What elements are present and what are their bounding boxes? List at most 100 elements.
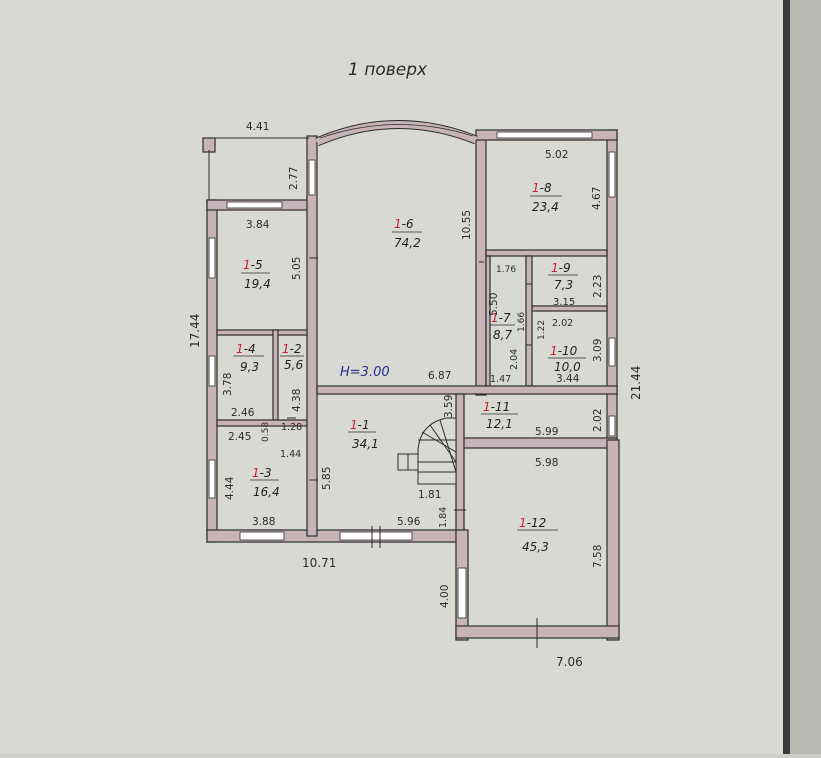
room-1-10-id: 1-10 bbox=[550, 344, 578, 358]
doors bbox=[287, 257, 538, 648]
dim-2-02a: 2.02 bbox=[552, 318, 573, 329]
wall-vertical-middle-right bbox=[475, 132, 487, 396]
dimension-labels: 4.41 2.77 3.84 5.05 5.02 4.67 10.55 1.76… bbox=[188, 121, 643, 669]
room-1-9-id: 1-9 bbox=[551, 261, 571, 275]
bay-window bbox=[315, 120, 478, 147]
dim-5-98: 5.98 bbox=[535, 457, 558, 469]
ceiling-height: H=3.00 bbox=[340, 365, 390, 380]
dim-4-41: 4.41 bbox=[246, 121, 269, 133]
room-1-5-id: 1-5 bbox=[243, 258, 263, 272]
room-1-3-area: 16,4 bbox=[253, 485, 280, 499]
dim-1-44: 1.44 bbox=[280, 449, 301, 460]
dim-5-85: 5.85 bbox=[321, 467, 333, 490]
room-1-2-id: 1-2 bbox=[282, 342, 302, 356]
dim-2-23: 2.23 bbox=[592, 275, 604, 298]
window-1-6-left bbox=[308, 159, 316, 196]
dim-3-59: 3.59 bbox=[443, 395, 455, 418]
windows bbox=[208, 131, 616, 619]
dim-4-00: 4.00 bbox=[439, 585, 451, 608]
window-1-3-left bbox=[208, 459, 216, 499]
dim-7-06: 7.06 bbox=[556, 655, 583, 669]
window-1-5-top bbox=[226, 201, 283, 209]
wall-1-7-left bbox=[485, 255, 491, 387]
dim-1-81: 1.81 bbox=[418, 489, 441, 501]
room-1-1-id: 1-1 bbox=[350, 418, 370, 432]
dim-2-46: 2.46 bbox=[231, 407, 255, 419]
dim-2-77: 2.77 bbox=[288, 167, 300, 190]
dim-5-02: 5.02 bbox=[545, 149, 568, 161]
dim-0-58: 0.58 bbox=[261, 422, 271, 442]
room-labels: 1-6 74,2 1-5 19,4 1-8 23,4 1-9 7,3 1-7 8… bbox=[233, 181, 586, 554]
wall-1-5-1-4 bbox=[216, 329, 308, 336]
window-1-10-right bbox=[608, 337, 616, 367]
bay-window-line bbox=[319, 124, 474, 139]
dim-3-09: 3.09 bbox=[592, 339, 604, 362]
wall-1-8-bottom bbox=[485, 249, 608, 257]
dim-3-88: 3.88 bbox=[252, 516, 275, 528]
room-1-10-area: 10,0 bbox=[554, 360, 581, 374]
dim-21-44: 21.44 bbox=[629, 366, 643, 400]
dim-4-67: 4.67 bbox=[591, 187, 603, 210]
wall-1-1-right bbox=[455, 393, 465, 535]
stair-step-4 bbox=[439, 419, 457, 473]
dim-3-44: 3.44 bbox=[556, 373, 580, 385]
paper bbox=[0, 0, 790, 754]
dim-1-28: 1.28 bbox=[281, 422, 302, 433]
dim-6-87: 6.87 bbox=[428, 370, 451, 382]
room-1-11-area: 12,1 bbox=[486, 417, 513, 431]
room-1-9-area: 7,3 bbox=[554, 278, 573, 292]
dim-5-96: 5.96 bbox=[397, 516, 421, 528]
window-1-8-right bbox=[608, 151, 616, 198]
terrace bbox=[208, 137, 309, 200]
room-1-6-id: 1-6 bbox=[394, 217, 414, 231]
room-1-12-id: 1-12 bbox=[519, 516, 546, 530]
dim-4-38: 4.38 bbox=[291, 389, 303, 412]
wall-1-12-right bbox=[606, 439, 620, 641]
dim-17-44: 17.44 bbox=[188, 314, 202, 348]
window-1-11-right bbox=[608, 415, 616, 437]
dim-3-15: 3.15 bbox=[553, 297, 575, 308]
stair-step-2 bbox=[421, 431, 457, 453]
wall-horizontal-middle bbox=[316, 385, 618, 395]
room-1-1-area: 34,1 bbox=[352, 437, 379, 451]
dim-5-50: 5.50 bbox=[488, 293, 500, 316]
dim-5-05: 5.05 bbox=[291, 257, 303, 280]
dim-4-44: 4.44 bbox=[224, 476, 236, 500]
room-1-8-area: 23,4 bbox=[532, 200, 559, 214]
wall-vertical-middle-left bbox=[306, 135, 318, 537]
dim-3-84: 3.84 bbox=[246, 219, 270, 231]
room-1-7-area: 8,7 bbox=[493, 328, 512, 342]
dim-10-55: 10.55 bbox=[461, 210, 473, 240]
window-1-1-bottom bbox=[339, 531, 413, 541]
dim-5-99: 5.99 bbox=[535, 426, 558, 438]
room-1-4-area: 9,3 bbox=[240, 360, 259, 374]
dim-1-76: 1.76 bbox=[496, 265, 516, 275]
dim-1-22: 1.22 bbox=[537, 320, 547, 340]
stair-step-3 bbox=[429, 424, 457, 463]
room-1-12-area: 45,3 bbox=[522, 540, 549, 554]
window-1-5-left bbox=[208, 237, 216, 279]
dim-3-78: 3.78 bbox=[222, 373, 234, 396]
terrace-pillar bbox=[202, 137, 216, 153]
room-1-11-id: 1-11 bbox=[483, 400, 510, 414]
room-1-8-id: 1-8 bbox=[532, 181, 552, 195]
dim-1-84: 1.84 bbox=[438, 507, 449, 528]
staircase bbox=[397, 417, 457, 485]
dim-1-47: 1.47 bbox=[490, 374, 511, 385]
window-1-8-top bbox=[496, 131, 593, 139]
room-1-7-id: 1-7 bbox=[491, 311, 511, 325]
dim-2-04: 2.04 bbox=[509, 349, 520, 370]
binder-edge bbox=[783, 0, 790, 754]
wall-1-11-bottom bbox=[461, 437, 618, 449]
dim-1-66: 1.66 bbox=[517, 312, 527, 332]
page-margin bbox=[790, 0, 821, 754]
wall-1-3-top bbox=[216, 419, 308, 427]
window-1-3-bottom bbox=[239, 531, 285, 541]
room-1-5-area: 19,4 bbox=[244, 277, 271, 291]
plan-title: 1 поверх bbox=[348, 60, 428, 80]
dim-10-71: 10.71 bbox=[302, 556, 336, 570]
wall-1-4-1-2 bbox=[272, 329, 279, 426]
window-1-12-left bbox=[457, 567, 467, 619]
